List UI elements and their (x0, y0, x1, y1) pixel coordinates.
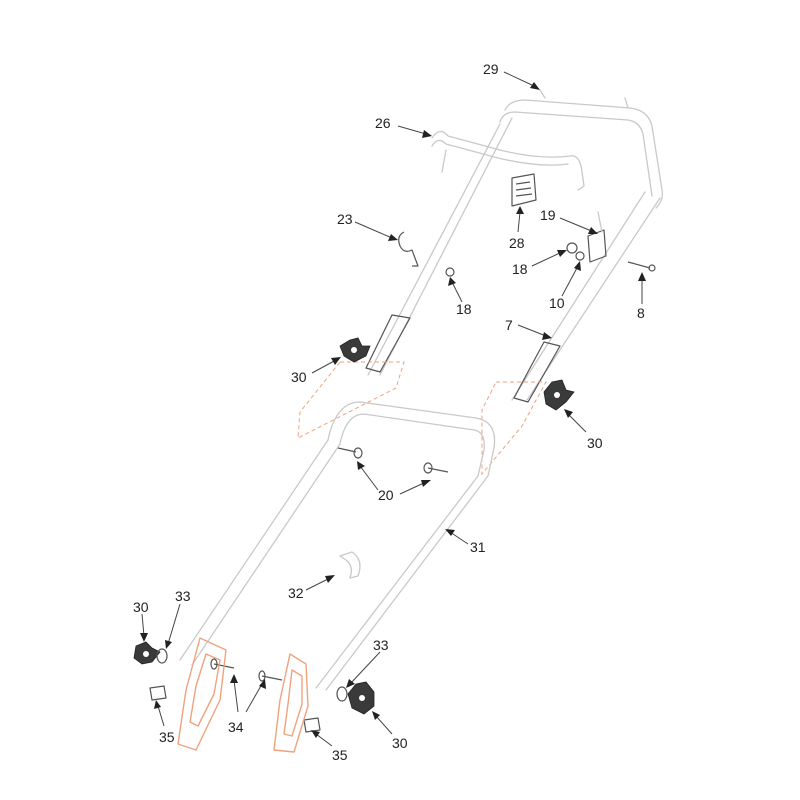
callout-26: 26 (375, 115, 391, 131)
nut-18-left (445, 267, 455, 277)
callout-33-right: 33 (373, 637, 389, 653)
callout-35-right: 35 (332, 747, 348, 763)
knob-30-lower-right (347, 681, 375, 715)
callout-33-left: 33 (175, 588, 191, 604)
callout-35-left: 35 (159, 729, 175, 745)
knob-30-upper-right (543, 379, 575, 411)
upper-handle-29 (365, 89, 664, 403)
callout-18-left: 18 (456, 301, 472, 317)
lower-handle-31 (179, 401, 496, 691)
callout-8: 8 (637, 305, 645, 321)
callout-32: 32 (288, 585, 304, 601)
callout-31: 31 (470, 539, 486, 555)
callout-labels: 29 26 23 28 19 18 18 10 8 7 30 30 20 31 … (133, 61, 645, 763)
callout-23: 23 (337, 211, 353, 227)
handle-bracket-left (177, 637, 227, 751)
bolt-8 (627, 261, 656, 272)
control-bar-26 (431, 130, 585, 191)
bolt-20-left (337, 447, 363, 459)
callout-34: 34 (228, 719, 244, 735)
clip-32 (339, 551, 361, 579)
callout-10: 10 (549, 295, 565, 311)
callout-19: 19 (540, 207, 556, 223)
washer-33-left (156, 648, 168, 664)
bolt-20-right (423, 462, 449, 474)
cap-35-left (149, 685, 167, 701)
leader-lines (140, 71, 646, 747)
callout-30-upper-left: 30 (291, 369, 307, 385)
knob-30-lower-left (133, 641, 161, 665)
cable-clip-28 (511, 173, 537, 207)
washer-10 (575, 251, 585, 261)
callout-30-lower-right: 30 (392, 735, 408, 751)
handle-bracket-right (273, 653, 309, 753)
callout-20: 20 (378, 487, 394, 503)
nut-18-right (566, 242, 578, 254)
callout-30-lower-left: 30 (133, 599, 149, 615)
bolt-34-left (210, 658, 235, 670)
alignment-box-left (297, 361, 405, 439)
bracket-19 (587, 211, 607, 263)
callout-29: 29 (483, 61, 499, 77)
washer-33-right (336, 686, 348, 702)
callout-7: 7 (505, 317, 513, 333)
knob-30-upper-left (339, 337, 371, 363)
alignment-box-right (481, 381, 547, 476)
hook-23 (398, 231, 419, 267)
cap-35-right (303, 717, 321, 733)
callout-18-right: 18 (512, 261, 528, 277)
bolt-34-right (258, 670, 283, 682)
callout-30-upper-right: 30 (587, 435, 603, 451)
callout-28: 28 (509, 235, 525, 251)
